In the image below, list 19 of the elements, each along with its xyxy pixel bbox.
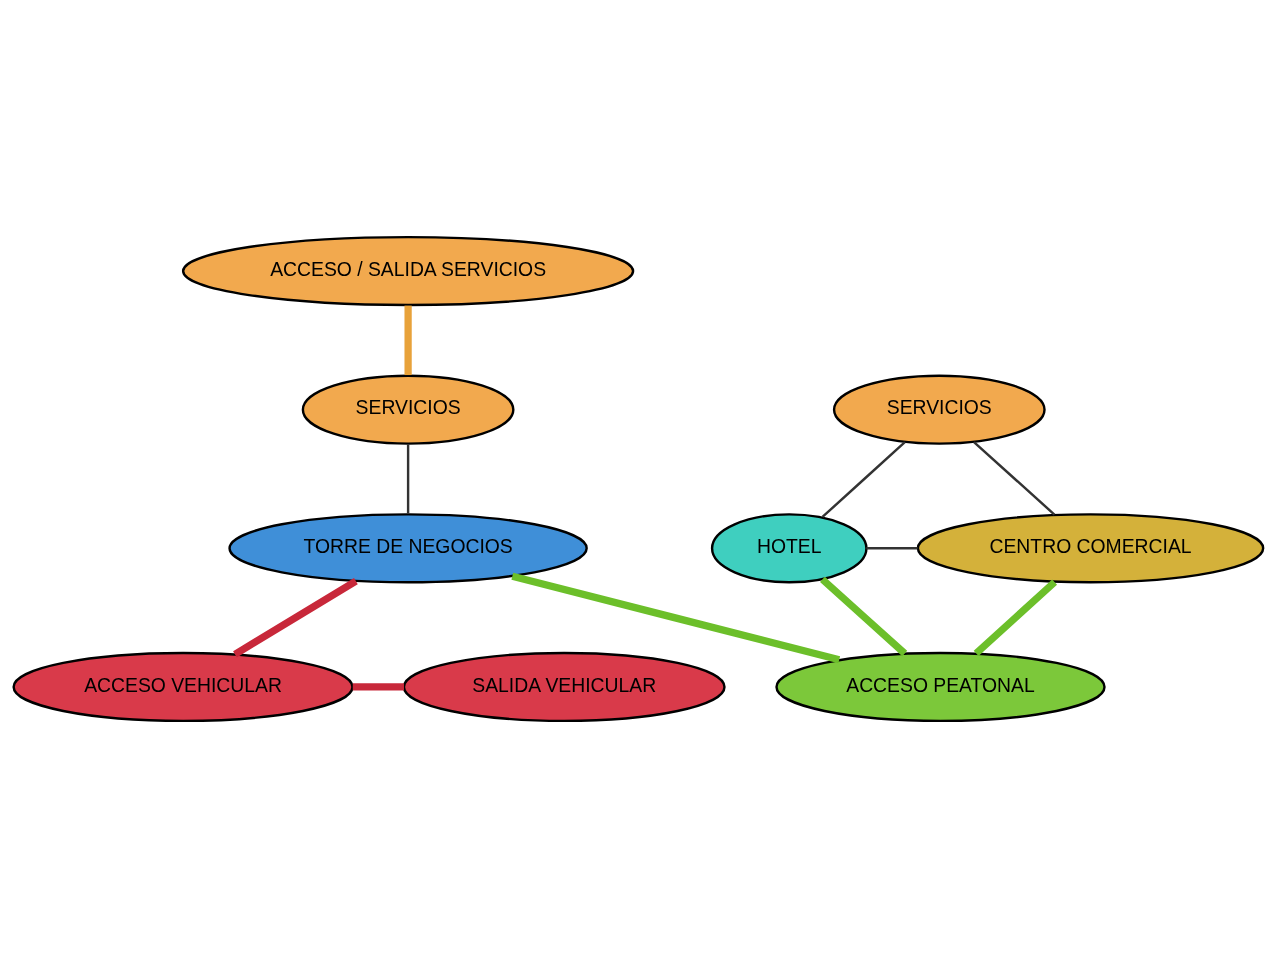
connector bbox=[973, 579, 1058, 657]
node-ellipse: CENTRO COMERCIAL bbox=[916, 513, 1265, 584]
connector bbox=[511, 572, 841, 664]
node-ellipse: ACCESO PEATONAL bbox=[775, 651, 1106, 723]
node-ellipse: ACCESO / SALIDA SERVICIOS bbox=[181, 235, 635, 307]
node-ellipse: SERVICIOS bbox=[301, 374, 515, 445]
connector bbox=[866, 547, 918, 550]
node-ellipse: TORRE DE NEGOCIOS bbox=[228, 513, 588, 584]
node-ellipse: ACCESO VEHICULAR bbox=[12, 651, 354, 723]
connector bbox=[404, 305, 412, 376]
connector bbox=[352, 683, 404, 691]
node-ellipse: HOTEL bbox=[710, 513, 868, 584]
connector bbox=[233, 578, 358, 658]
connector bbox=[973, 441, 1056, 516]
connector bbox=[820, 576, 908, 657]
node-ellipse: SERVICIOS bbox=[832, 374, 1046, 445]
connector bbox=[821, 441, 906, 518]
connector bbox=[406, 444, 410, 514]
node-ellipse: SALIDA VEHICULAR bbox=[402, 651, 726, 723]
